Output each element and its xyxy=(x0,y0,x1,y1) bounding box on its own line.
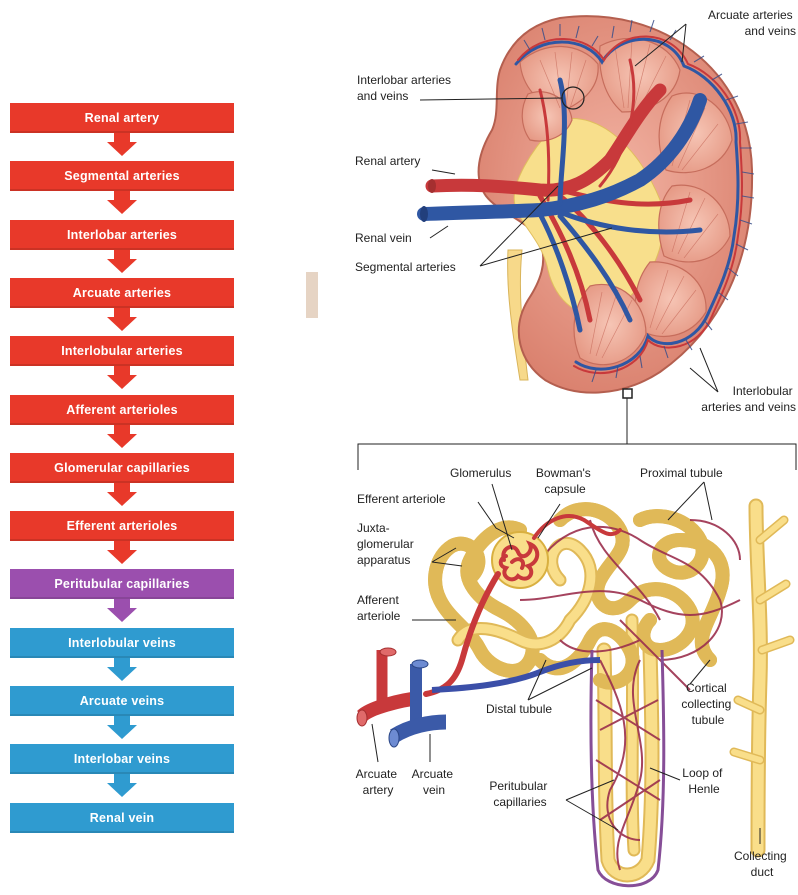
flow-arrow-icon xyxy=(107,434,137,448)
flow-step-interlobar-arteries: Interlobar arteries xyxy=(10,220,234,250)
flow-arrow-icon xyxy=(107,375,137,389)
flow-step-peritubular-capillaries: Peritubular capillaries xyxy=(10,569,234,599)
label-interlobular-arteries-veins: Interlobular arteries and veins xyxy=(701,384,796,414)
kidney-nephron-illustration: Arcuate arteries and veins Interlobar ar… xyxy=(320,0,798,895)
flow-step-glomerular-capillaries: Glomerular capillaries xyxy=(10,453,234,483)
nephron-location-box xyxy=(623,389,632,398)
flow-arrow-icon xyxy=(107,142,137,156)
collecting-duct xyxy=(734,506,790,850)
label-renal-vein: Renal vein xyxy=(355,231,412,245)
flow-arrow-icon xyxy=(107,317,137,331)
label-proximal-tubule: Proximal tubule xyxy=(640,466,723,480)
renal-vein-end xyxy=(420,206,428,222)
flow-step-segmental-arteries: Segmental arteries xyxy=(10,161,234,191)
label-distal-tubule: Distal tubule xyxy=(486,702,552,716)
flow-arrow-icon xyxy=(107,667,137,681)
flow-step-renal-vein: Renal vein xyxy=(10,803,234,833)
flow-step-interlobular-arteries: Interlobular arteries xyxy=(10,336,234,366)
flow-arrow-icon xyxy=(107,200,137,214)
label-segmental-arteries: Segmental arteries xyxy=(355,260,456,274)
flow-step-arcuate-arteries: Arcuate arteries xyxy=(10,278,234,308)
label-loop-of-henle: Loop of Henle xyxy=(682,766,725,796)
label-renal-artery: Renal artery xyxy=(355,154,420,168)
flow-step-afferent-arterioles: Afferent arterioles xyxy=(10,395,234,425)
label-bowmans-capsule: Bowman's capsule xyxy=(536,466,594,496)
label-juxtaglomerular-apparatus: Juxta- glomerular apparatus xyxy=(357,521,417,567)
label-arcuate-arteries-veins: Arcuate arteries and veins xyxy=(708,8,796,38)
flow-arrow-icon xyxy=(107,492,137,506)
label-collecting-duct: Collecting duct xyxy=(734,849,790,879)
label-glomerulus: Glomerulus xyxy=(450,466,511,480)
label-arcuate-vein: Arcuate vein xyxy=(412,767,457,797)
flow-arrow-icon xyxy=(107,259,137,273)
label-peritubular-capillaries: Peritubular capillaries xyxy=(489,779,550,809)
flow-arrow-icon xyxy=(107,550,137,564)
flow-step-interlobular-veins: Interlobular veins xyxy=(10,628,234,658)
flow-step-efferent-arterioles: Efferent arterioles xyxy=(10,511,234,541)
divider-marker xyxy=(306,272,318,318)
kidney-section xyxy=(420,16,754,398)
renal-artery-end xyxy=(428,179,436,193)
flow-step-renal-artery: Renal artery xyxy=(10,103,234,133)
label-interlobar-arteries-veins: Interlobar arteries and veins xyxy=(357,73,454,103)
label-cortical-collecting-tubule: Cortical collecting tubule xyxy=(681,681,734,727)
flow-arrow-icon xyxy=(107,608,137,622)
nephron-section xyxy=(357,506,790,886)
label-afferent-arteriole: Afferent arteriole xyxy=(357,593,402,623)
flow-step-interlobar-veins: Interlobar veins xyxy=(10,744,234,774)
label-efferent-arteriole: Efferent arteriole xyxy=(357,492,446,506)
flow-arrow-icon xyxy=(107,725,137,739)
flow-step-arcuate-veins: Arcuate veins xyxy=(10,686,234,716)
label-arcuate-artery: Arcuate artery xyxy=(356,767,401,797)
flow-arrow-icon xyxy=(107,783,137,797)
